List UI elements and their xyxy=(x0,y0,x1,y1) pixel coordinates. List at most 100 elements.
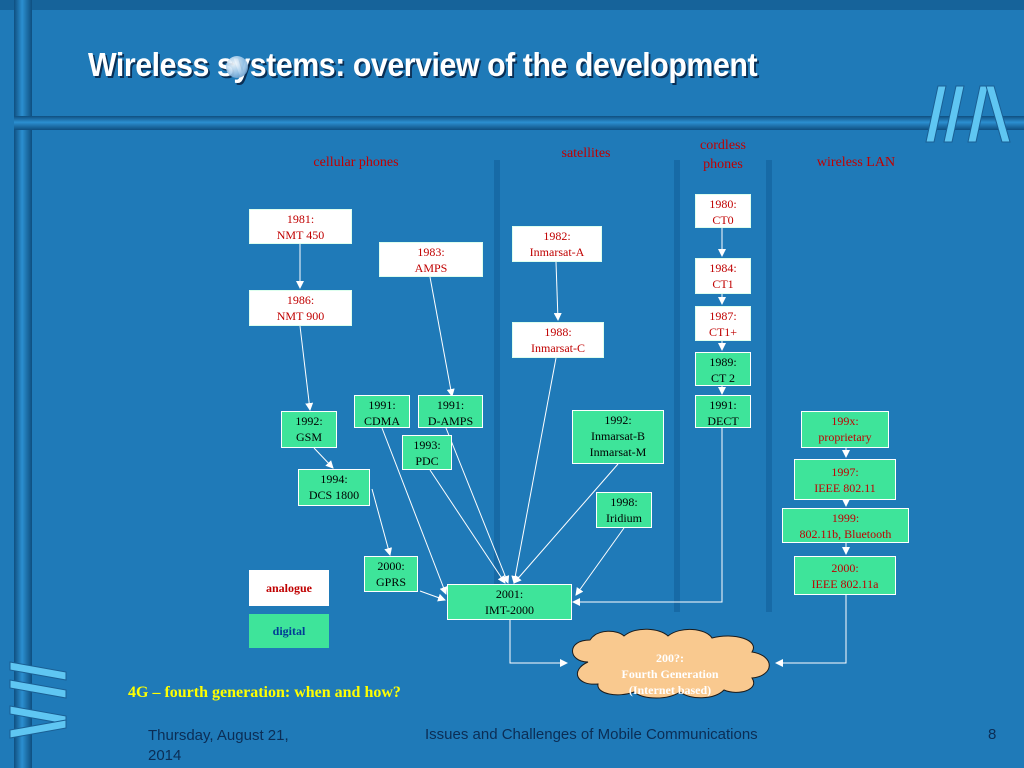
node-dect-label: DECT xyxy=(707,414,739,428)
slide-horizontal-bar xyxy=(14,116,1024,130)
node-imt2000-label: IMT-2000 xyxy=(485,603,534,617)
arrow xyxy=(299,325,314,411)
node-ct1: 1984: CT1 xyxy=(695,258,751,294)
arrow xyxy=(429,276,455,397)
node-ieee80211-year: 1997: xyxy=(831,465,859,479)
node-ieee80211-label: IEEE 802.11 xyxy=(814,481,876,495)
node-imt2000-year: 2001: xyxy=(495,587,524,601)
node-amps-label: AMPS xyxy=(414,261,448,275)
node-imt2000: 2001: IMT-2000 xyxy=(447,584,572,620)
node-gprs-year: 2000: xyxy=(377,559,405,573)
column-divider xyxy=(674,160,680,612)
node-nmt450: 1981: NMT 450 xyxy=(249,209,352,244)
node-gsm: 1992: GSM xyxy=(281,411,337,448)
fourth-generation-question: 4G – fourth generation: when and how? xyxy=(128,684,401,701)
node-dcs1800-label: DCS 1800 xyxy=(308,488,360,502)
node-ct2: 1989: CT 2 xyxy=(695,352,751,386)
node-ieee80211: 1997: IEEE 802.11 xyxy=(794,459,896,500)
node-nmt900-year: 1986: xyxy=(286,293,315,307)
node-80211a-label: IEEE 802.11a xyxy=(811,577,879,591)
node-nmt450-label: NMT 450 xyxy=(276,228,325,242)
column-heading-cordless: cordless phones xyxy=(676,136,770,174)
node-pdc-label: PDC xyxy=(415,454,439,468)
node-80211b-year: 1999: xyxy=(831,511,860,525)
horizontal-slash-logo-icon xyxy=(9,661,67,739)
node-nmt900-label: NMT 900 xyxy=(276,309,325,323)
node-80211b-label: 802.11b, Bluetooth xyxy=(799,527,892,541)
column-heading-cellular: cellular phones xyxy=(313,155,399,170)
arrow xyxy=(419,590,446,602)
node-nmt900: 1986: NMT 900 xyxy=(249,290,352,326)
node-ct1-label: CT1 xyxy=(712,277,734,291)
node-damps: 1991: D-AMPS xyxy=(418,395,483,428)
footer-date-line2: 2014 xyxy=(148,747,182,764)
arrow xyxy=(429,469,506,584)
node-gsm-label: GSM xyxy=(295,430,322,444)
node-cdma-year: 1991: xyxy=(368,398,396,412)
arrow xyxy=(572,428,723,606)
page-number: 8 xyxy=(988,726,997,743)
column-heading-satellites: satellites xyxy=(561,146,611,161)
arrow xyxy=(381,427,448,595)
node-iridium: 1998: Iridium xyxy=(596,492,652,528)
node-gprs: 2000: GPRS xyxy=(364,556,418,592)
node-fourth-generation-year: 200?: xyxy=(656,651,684,665)
node-gsm-year: 1992: xyxy=(295,414,323,428)
slide-top-edge xyxy=(0,0,1024,10)
node-fourth-generation: 200?: Fourth Generation (Internet based) xyxy=(588,650,752,698)
fourth-generation-cloud-shape xyxy=(572,628,770,699)
node-ct1plus: 1987: CT1+ xyxy=(695,306,751,341)
arrow xyxy=(511,357,557,584)
arrow xyxy=(553,261,562,321)
column-heading-cordless-line1: cordless xyxy=(700,138,746,153)
node-fourth-generation-label: Fourth Generation xyxy=(621,667,719,681)
column-heading-cordless-line2: phones xyxy=(703,157,743,172)
footer-date-line1: Thursday, August 21, xyxy=(148,727,289,744)
arrow xyxy=(775,595,847,667)
column-divider xyxy=(494,160,500,612)
node-ct2-label: CT 2 xyxy=(710,371,736,385)
node-inmarsat-bm-year: 1992: xyxy=(604,413,632,427)
node-ct0-label: CT0 xyxy=(712,213,734,227)
node-proprietary-label: proprietary xyxy=(818,430,872,444)
slanted-bars-logo-icon xyxy=(925,85,1011,143)
arrow xyxy=(575,527,625,596)
node-ct2-year: 1989: xyxy=(709,355,737,369)
node-pdc-year: 1993: xyxy=(413,438,441,452)
node-ct0: 1980: CT0 xyxy=(695,194,751,228)
node-dcs1800: 1994: DCS 1800 xyxy=(298,469,370,506)
node-amps-year: 1983: xyxy=(417,245,445,259)
arrow xyxy=(513,463,619,584)
node-ct1-year: 1984: xyxy=(709,261,737,275)
node-damps-label: D-AMPS xyxy=(427,414,474,428)
arrow xyxy=(371,488,393,556)
slide-title: Wireless systems: overview of the develo… xyxy=(88,46,758,83)
node-dect-year: 1991: xyxy=(709,398,737,412)
slide-vertical-bar xyxy=(14,0,32,768)
node-dcs1800-year: 1994: xyxy=(320,472,348,486)
node-80211a: 2000: IEEE 802.11a xyxy=(794,556,896,595)
node-inmarsat-bm-label-m: Inmarsat-M xyxy=(589,445,647,459)
node-ct0-year: 1980: xyxy=(709,197,737,211)
legend-digital: digital xyxy=(249,614,329,648)
node-amps: 1983: AMPS xyxy=(379,242,483,277)
node-dect: 1991: DECT xyxy=(695,395,751,428)
node-ct1plus-year: 1987: xyxy=(709,309,737,323)
node-ct1plus-label: CT1+ xyxy=(708,325,738,339)
arrow xyxy=(509,620,568,667)
node-inmarsat-a-year: 1982: xyxy=(543,229,571,243)
arrow xyxy=(313,447,334,469)
node-fourth-generation-note: (Internet based) xyxy=(628,683,712,697)
node-80211b: 1999: 802.11b, Bluetooth xyxy=(782,508,909,543)
node-inmarsat-c-year: 1988: xyxy=(544,325,572,339)
node-80211a-year: 2000: xyxy=(831,561,859,575)
node-inmarsat-a-label: Inmarsat-A xyxy=(529,245,585,259)
node-pdc: 1993: PDC xyxy=(402,435,452,470)
node-iridium-label: Iridium xyxy=(606,511,642,525)
node-nmt450-year: 1981: xyxy=(286,212,315,226)
node-inmarsat-c-label: Inmarsat-C xyxy=(531,341,585,355)
orb-icon xyxy=(226,56,248,78)
column-heading-wlan: wireless LAN xyxy=(816,155,896,170)
node-gprs-label: GPRS xyxy=(375,575,407,589)
